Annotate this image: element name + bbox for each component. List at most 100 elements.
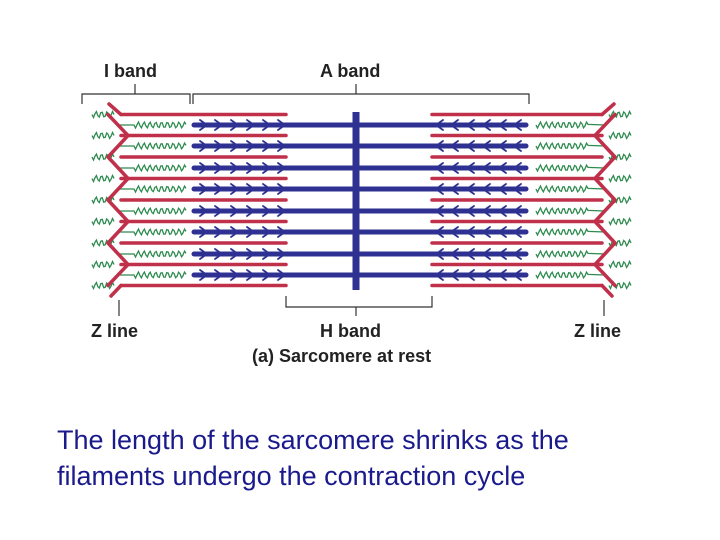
myosin-head	[449, 162, 459, 174]
myosin-head	[465, 119, 475, 131]
myosin-head	[277, 140, 287, 152]
myosin-head	[449, 119, 459, 131]
myosin-head	[214, 248, 224, 260]
myosin-head	[449, 248, 459, 260]
i-band-bracket	[81, 93, 191, 104]
myosin-head	[512, 269, 522, 281]
myosin-head	[230, 248, 240, 260]
myosin-head	[512, 248, 522, 260]
myosin-head	[434, 183, 444, 195]
myosin-head	[199, 269, 209, 281]
z-line-left-cap	[107, 102, 123, 117]
myosin-head	[262, 226, 272, 238]
myosin-head	[497, 140, 507, 152]
myosin-head	[481, 205, 491, 217]
myosin-head	[481, 248, 491, 260]
myosin-head	[465, 248, 475, 260]
titin-spring	[91, 259, 115, 270]
myosin-head	[246, 162, 256, 174]
myosin-head	[277, 205, 287, 217]
myosin-head	[214, 140, 224, 152]
z-line-right-label: Z line	[574, 321, 622, 341]
myosin-head	[481, 140, 491, 152]
myosin-head	[481, 226, 491, 238]
myosin-head	[199, 226, 209, 238]
z-line-left-cap	[109, 283, 123, 298]
myosin-head	[230, 162, 240, 174]
slide-caption: The length of the sarcomere shrinks as t…	[57, 422, 697, 494]
myosin-head	[246, 226, 256, 238]
titin-spring	[118, 249, 187, 259]
myosin-head	[277, 119, 287, 131]
myosin-head	[449, 205, 459, 217]
z-line-left-label: Z line	[91, 321, 139, 341]
myosin-head	[481, 269, 491, 281]
myosin-head	[434, 140, 444, 152]
titin-spring	[535, 163, 606, 173]
myosin-head	[246, 269, 256, 281]
myosin-head	[230, 119, 240, 131]
titin-spring	[608, 109, 632, 120]
caption-line-2: filaments undergo the contraction cycle	[57, 461, 526, 491]
myosin-head	[262, 248, 272, 260]
myosin-head	[449, 140, 459, 152]
titin-spring	[118, 163, 187, 173]
myosin-head	[230, 226, 240, 238]
myosin-head	[214, 205, 224, 217]
myosin-head	[230, 140, 240, 152]
myosin-head	[277, 248, 287, 260]
myosin-head	[277, 183, 287, 195]
titin-spring	[91, 280, 115, 291]
myosin-head	[214, 162, 224, 174]
z-line-right-cap	[600, 283, 614, 298]
titin-spring	[535, 206, 606, 216]
myosin-head	[199, 248, 209, 260]
thick-filaments	[191, 112, 529, 290]
titin-spring	[118, 120, 187, 130]
myosin-head	[199, 162, 209, 174]
myosin-head	[512, 119, 522, 131]
figure-caption: (a) Sarcomere at rest	[252, 346, 432, 366]
myosin-head	[481, 119, 491, 131]
myosin-head	[481, 183, 491, 195]
titin-spring	[608, 259, 632, 270]
myosin-head	[512, 162, 522, 174]
myosin-head	[277, 226, 287, 238]
myosin-head	[199, 205, 209, 217]
titin-spring	[608, 173, 632, 184]
titin-spring	[535, 227, 606, 237]
titin-spring	[118, 227, 187, 237]
a-band-bracket	[192, 93, 530, 104]
myosin-head	[434, 269, 444, 281]
a-band-label: A band	[320, 61, 381, 81]
titin-springs	[91, 109, 632, 291]
myosin-head	[449, 183, 459, 195]
myosin-head	[199, 183, 209, 195]
myosin-head	[465, 269, 475, 281]
i-band-label: I band	[104, 61, 157, 81]
myosin-head	[214, 183, 224, 195]
myosin-head	[434, 162, 444, 174]
myosin-head	[497, 183, 507, 195]
myosin-head	[246, 248, 256, 260]
thin-filaments	[119, 112, 604, 288]
myosin-head	[497, 226, 507, 238]
myosin-head	[246, 119, 256, 131]
myosin-head	[230, 183, 240, 195]
myosin-head	[497, 119, 507, 131]
myosin-head	[277, 162, 287, 174]
myosin-head	[434, 226, 444, 238]
myosin-head	[246, 205, 256, 217]
z-lines	[106, 102, 617, 298]
z-line-right-cap	[600, 102, 616, 117]
myosin-head	[465, 205, 475, 217]
myosin-head	[262, 162, 272, 174]
titin-spring	[608, 130, 632, 141]
titin-spring	[118, 141, 187, 151]
titin-spring	[608, 216, 632, 227]
myosin-head	[246, 183, 256, 195]
myosin-head	[465, 226, 475, 238]
titin-spring	[535, 184, 606, 194]
myosin-head	[481, 162, 491, 174]
